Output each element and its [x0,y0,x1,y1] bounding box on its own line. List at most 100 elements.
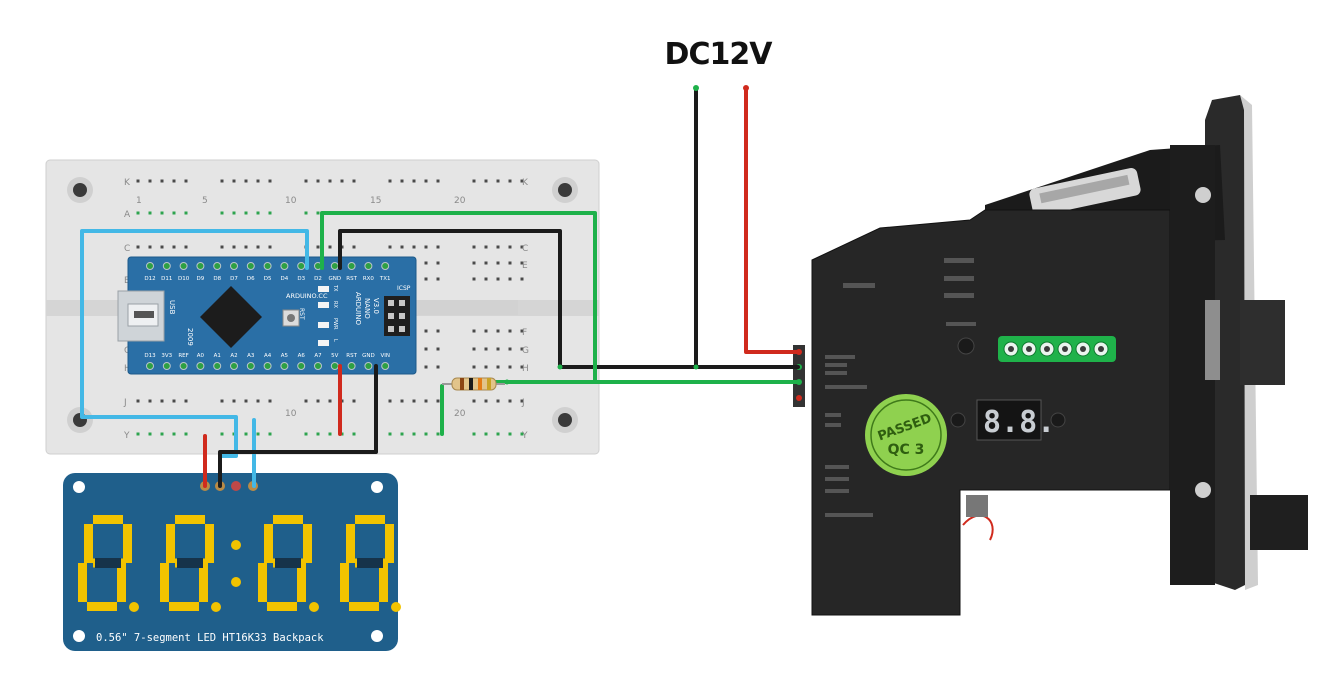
passed-qc-sticker: PASSED QC 3 [865,394,947,476]
breadboard-hole [424,261,428,265]
display-colon: : [60,599,61,601]
breadboard-hole [484,245,488,249]
breadboard-hole [484,329,488,333]
housing-markings [825,258,976,517]
breadboard-hole [244,179,248,183]
breadboard-hole [148,399,152,403]
arduino-pin [246,362,255,370]
breadboard-hole [316,399,320,403]
segment [258,563,267,602]
row-label: G [522,346,529,356]
breadboard-hole [496,347,500,351]
year-label: 2009 [186,328,194,346]
indicator-leds [1003,341,1109,357]
mounting-hole [73,481,85,493]
breadboard-hole [412,432,416,436]
breadboard-hole [496,432,500,436]
pin-label: RST [346,276,357,282]
breadboard-hole [136,211,140,215]
breadboard-hole [424,179,428,183]
arduino-pin [347,362,356,370]
breadboard-hole [268,179,272,183]
breadboard-hole [328,179,332,183]
breadboard-hole [412,245,416,249]
arduino-pin [297,362,306,370]
row-label: C [124,244,130,254]
segment [303,524,312,563]
row-label: A [124,210,131,220]
breadboard-hole [436,277,440,281]
pin-label: TX1 [379,276,391,282]
breadboard-hole [508,432,512,436]
pin-label: D8 [213,276,221,282]
breadboard-hole [424,399,428,403]
black-wire [338,229,800,369]
breadboard-hole [316,211,320,215]
breadboard-hole [220,245,224,249]
breadboard-hole [436,347,440,351]
breadboard-hole [520,365,524,369]
status-led [318,340,329,346]
segment [273,515,303,524]
pin-label: D2 [314,276,322,282]
connector-pin [796,395,802,401]
arduino-pins [146,262,390,370]
breadboard-hole [244,399,248,403]
column-number: 5 [202,196,208,206]
segment [385,524,394,563]
mounting-hole [73,630,85,642]
pin-label: A5 [281,353,289,359]
breadboard-hole [484,432,488,436]
breadboard-hole [424,245,428,249]
pin-label: D10 [178,276,190,282]
breadboard-hole [388,179,392,183]
breadboard-hole [316,245,320,249]
decimal-point [391,602,401,612]
row-label: E [522,261,528,271]
breadboard-hole [316,432,320,436]
seven-segment-backpack: 8. 8. 8. 8. : 0.56" 7-segment LED HT16K3… [60,473,401,651]
segment [166,524,175,563]
mounting-hole [371,630,383,642]
breadboard-hole [496,365,500,369]
breadboard-channel [418,300,518,315]
breadboard-hole [472,179,476,183]
coin-acceptor: 8.8. PASSED QC 3 [793,95,1308,616]
breadboard-hole [148,179,152,183]
usb-connector [117,290,165,342]
arduino-pin [230,362,238,370]
column-number: 20 [454,196,466,206]
breadboard-hole [352,179,356,183]
breadboard-hole [424,347,428,351]
set-button [957,337,975,355]
breadboard-hole [496,399,500,403]
pin-label: D3 [297,276,305,282]
breadboard-hole [412,179,416,183]
pin-label: A4 [264,353,272,359]
segment [84,524,93,563]
row-label: E [124,276,130,286]
breadboard-hole [496,261,500,265]
breadboard-hole [472,365,476,369]
icsp-header [384,296,410,336]
breadboard-hole [520,329,524,333]
breadboard-hole [472,399,476,403]
coin-display [976,399,1042,441]
column-number: 10 [285,196,297,206]
breadboard-hole [232,211,236,215]
breadboard-hole [184,179,188,183]
breadboard-hole [520,277,524,281]
segment-gap [177,558,203,568]
row-label: H [124,364,131,374]
board-name-line: ARDUINO [354,292,362,325]
display-digit: 8. [60,599,62,601]
segment-gap [95,558,121,568]
indicator-led-core [1008,346,1014,352]
arduino-pin [146,262,154,270]
pin-label: D5 [264,276,272,282]
breadboard-hole [316,179,320,183]
arduino-pin [196,262,205,270]
breadboard-hole [472,329,476,333]
breadboard-hole [484,365,488,369]
arduino-pin [246,262,255,270]
